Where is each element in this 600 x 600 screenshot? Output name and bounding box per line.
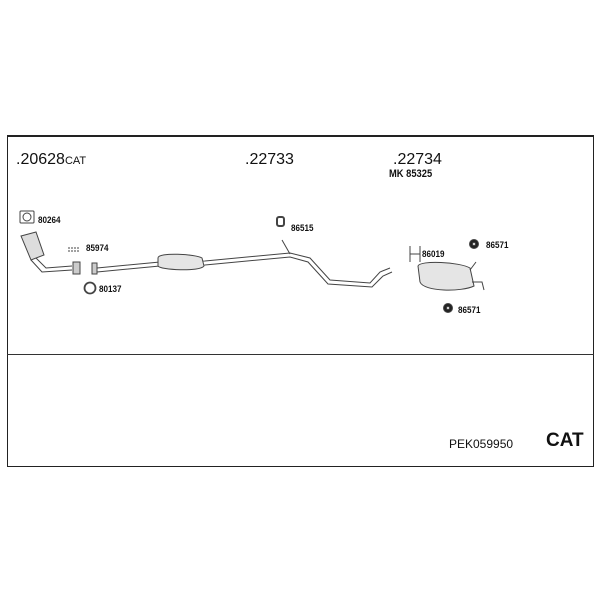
gasket-icon (19, 210, 35, 224)
part-rear-section: .22734 (393, 151, 442, 168)
rear-silencer (417, 261, 475, 291)
part-front-section: .20628CAT (16, 151, 86, 169)
flange (72, 261, 81, 275)
accessory-label: 80264 (38, 215, 61, 226)
middle-pipe (96, 252, 393, 288)
accessory-label: 86019 (422, 249, 445, 260)
part-number: .20628 (16, 151, 65, 168)
accessory-label: 85974 (86, 243, 109, 254)
accessory-label: 86515 (291, 223, 314, 234)
diagram-frame (7, 135, 594, 467)
part-middle-section: .22733 (245, 151, 294, 168)
catalytic-converter (20, 231, 73, 273)
part-suffix: CAT (64, 155, 87, 167)
ring-seal-icon (83, 281, 97, 295)
accessory-label: 86571 (486, 240, 509, 251)
rubber-ring-icon (443, 303, 453, 313)
accessory-label: 80137 (99, 284, 122, 295)
clamp-icon (409, 246, 421, 262)
kit-code: PEK059950 (449, 437, 514, 451)
mounting-kit-label: MK 85325 (389, 168, 433, 180)
bolt-set-icon (68, 247, 80, 252)
rubber-mount-icon (276, 216, 285, 227)
accessory-label: 86571 (458, 305, 481, 316)
footer-divider (7, 354, 594, 355)
kit-type: CAT (546, 430, 584, 451)
middle-silencer (157, 253, 205, 271)
rubber-ring-icon (469, 239, 479, 249)
